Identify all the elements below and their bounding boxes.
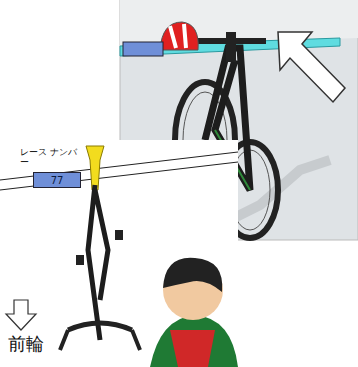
direction-label: 前輪 xyxy=(8,334,58,354)
saddle-holder xyxy=(86,146,104,190)
race-number: 77 xyxy=(51,175,64,186)
pedal xyxy=(115,230,123,240)
panel-background xyxy=(0,140,238,367)
rack-hook xyxy=(226,32,236,62)
race-number-plate xyxy=(123,42,163,56)
race-number-box: 77 xyxy=(33,172,81,188)
handlebar-top xyxy=(68,323,132,330)
direction-arrow xyxy=(6,300,36,330)
rail-edge xyxy=(0,162,238,190)
bike-frame-top xyxy=(88,185,108,340)
pedal xyxy=(76,255,84,265)
handlebar-drop xyxy=(60,330,140,350)
helmet xyxy=(160,22,198,50)
view-arrow xyxy=(278,32,345,102)
shirt-stripe xyxy=(170,330,215,367)
person-hair xyxy=(163,258,222,292)
part-label: レース ナンバー xyxy=(20,148,80,168)
person-body xyxy=(150,315,238,367)
helmet-stripe xyxy=(170,24,186,48)
